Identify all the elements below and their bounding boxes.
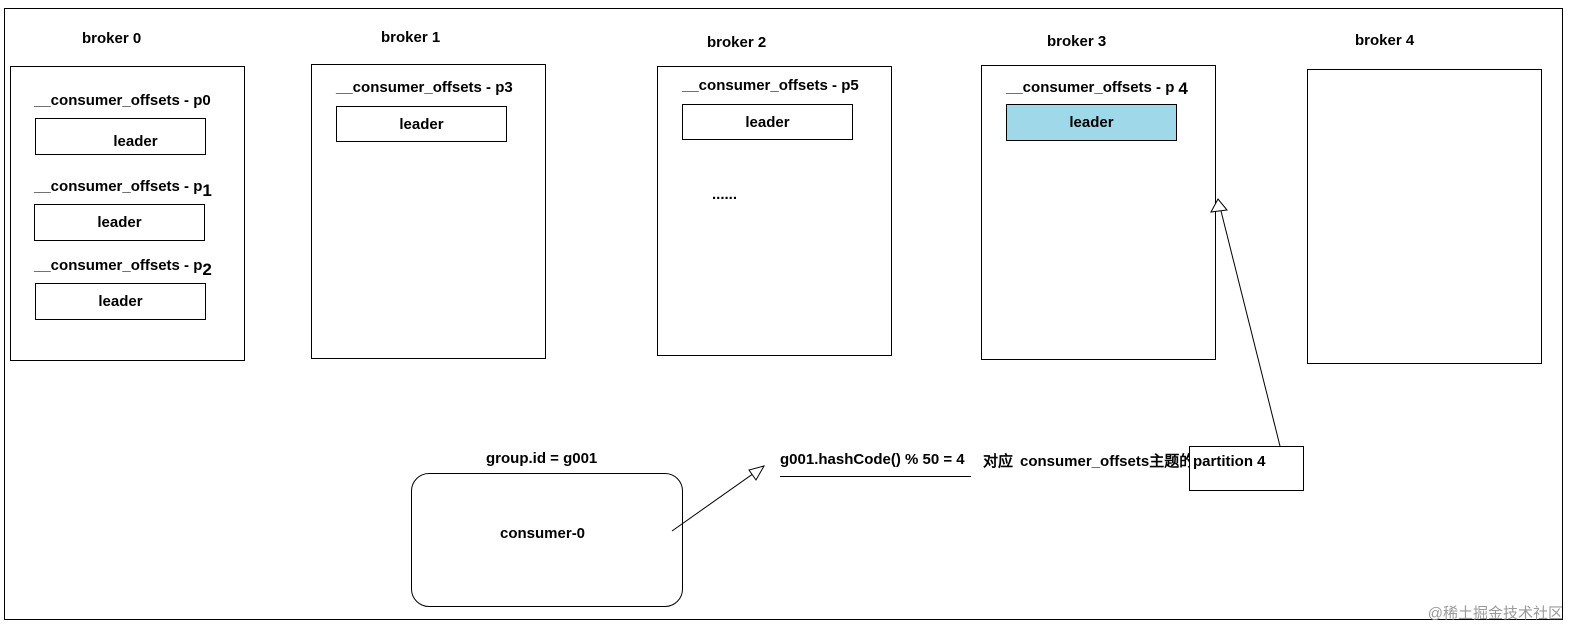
consumer-label: consumer-0 (500, 525, 586, 542)
partition-p1-leader: leader (34, 204, 205, 241)
partition-p0-label: __consumer_offsets - p0 (34, 92, 211, 109)
partition-p4-leader: leader (1006, 104, 1177, 141)
topic-text: consumer_offsets主题的 (1020, 453, 1195, 470)
partition-4-box (1189, 446, 1304, 491)
consumer-node: consumer-0 (411, 473, 683, 607)
broker-0-label: broker 0 (82, 30, 142, 47)
partition-p1-label: __consumer_offsets - p1 (34, 178, 212, 200)
formula-underline (780, 476, 971, 477)
partition-to-broker3-arrow-line (1217, 198, 1281, 447)
partition-p0-leader: leader (35, 118, 206, 155)
maps-to-text: 对应 (983, 453, 1014, 470)
partition-p2-leader: leader (35, 283, 206, 320)
partition-p2-label: __consumer_offsets - p2 (34, 257, 212, 279)
broker-4-label: broker 4 (1355, 32, 1415, 49)
partition-p5-leader: leader (682, 104, 853, 140)
broker-1-label: broker 1 (381, 29, 441, 46)
watermark: @稀土掘金技术社区 (1427, 605, 1563, 622)
broker-4-box (1307, 69, 1542, 364)
partition-to-broker3-arrowhead (1210, 198, 1228, 213)
partition-4-label: partition 4 (1193, 453, 1266, 470)
hash-formula: g001.hashCode() % 50 = 4 (780, 451, 965, 468)
partition-p5-label: __consumer_offsets - p5 (682, 77, 859, 94)
consumer-to-formula-arrow-line (671, 465, 765, 532)
partition-p3-label: __consumer_offsets - p3 (336, 79, 513, 96)
diagram-frame (4, 8, 1563, 620)
broker-3-label: broker 3 (1047, 33, 1107, 50)
group-id-label: group.id = g001 (486, 450, 598, 467)
consumer-to-formula-arrowhead (748, 465, 766, 481)
broker-2-label: broker 2 (707, 34, 767, 51)
ellipsis: ...... (712, 186, 738, 203)
partition-p3-leader: leader (336, 106, 507, 142)
